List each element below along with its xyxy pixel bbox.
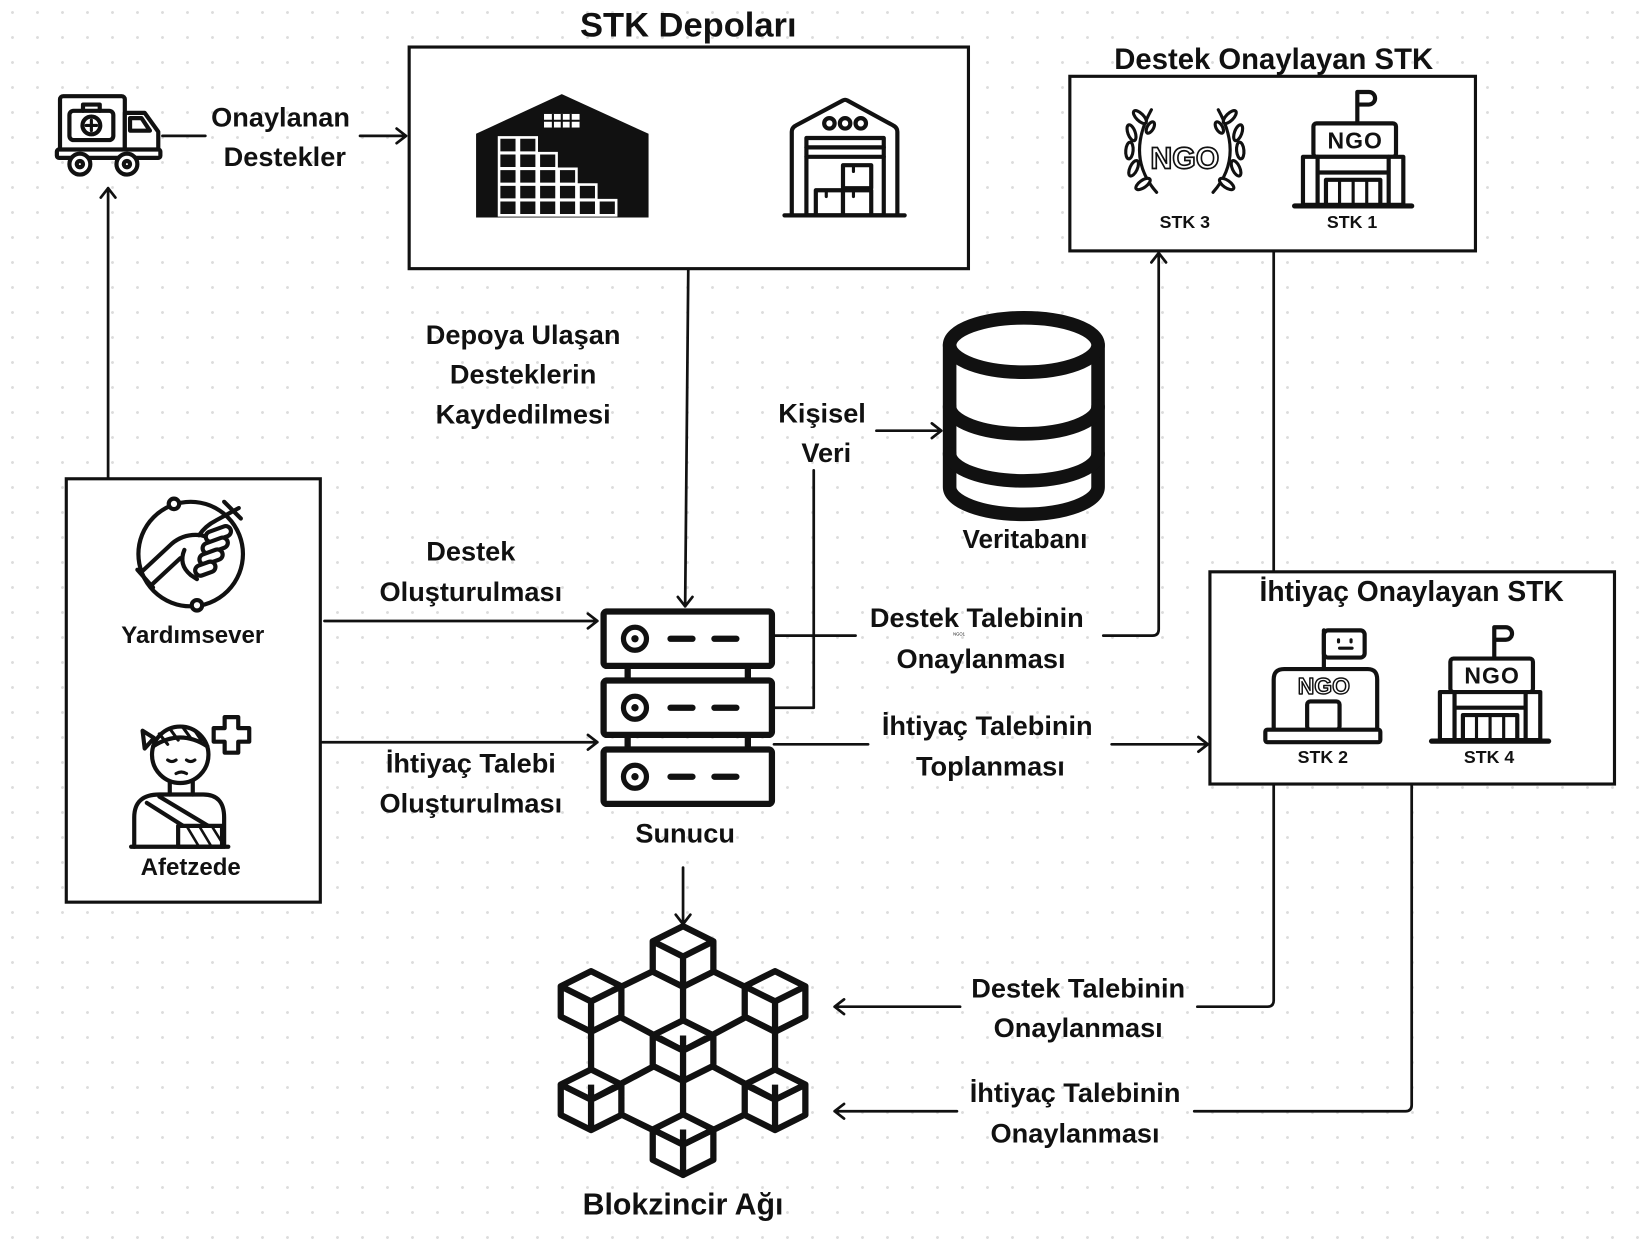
- warehouse-filled-icon: [476, 94, 649, 218]
- support-approvers-title: Destek Onaylayan STK: [1114, 44, 1433, 76]
- victim-label: Afetzede: [141, 854, 241, 881]
- support-chain-line2: Onaylanması: [994, 1012, 1163, 1043]
- delivery-arrow: [358, 127, 408, 145]
- delivery-label-line1: Onaylanan: [211, 101, 350, 132]
- block-cube: [649, 1017, 717, 1085]
- support-approval-arrow: [1101, 251, 1168, 637]
- block-cube: [649, 923, 717, 990]
- ngo-laurel-icon: NGO: [1124, 108, 1246, 194]
- delivery-label-line2: Destekler: [224, 141, 347, 172]
- ngo-building-icon: NGO: [1428, 625, 1552, 744]
- create-need-line1: İhtiyaç Talebi: [386, 748, 556, 779]
- support-chain-arrow: [833, 998, 962, 1016]
- block-cube: [649, 1111, 717, 1179]
- warehouses-title: STK Depoları: [580, 7, 797, 45]
- server-icon: [600, 608, 776, 808]
- server-label: Sunucu: [635, 818, 735, 849]
- block-cube: [741, 968, 809, 1035]
- create-support-arrow: [323, 612, 599, 630]
- need-collection-line2: Toplanması: [916, 751, 1065, 782]
- need-collection-arrow: [1110, 735, 1210, 753]
- support-approval-line2: Onaylanması: [896, 643, 1065, 674]
- support-approval-note: NGO1: [953, 632, 966, 637]
- personal-data-line1: Kişisel: [778, 397, 866, 428]
- block-cube: [741, 1066, 809, 1134]
- need-approvers-title: İhtiyaç Onaylayan STK: [1260, 575, 1565, 607]
- injured-person-icon: [129, 715, 252, 849]
- need-chain-line2: Onaylanması: [991, 1118, 1160, 1149]
- personal-data-line2: Veri: [801, 437, 851, 468]
- ngo-building-lettering: NGO: [1327, 127, 1383, 153]
- need-chain-line: [1192, 782, 1414, 1113]
- ngo-label-stk2: STK 2: [1298, 747, 1348, 767]
- warehouse-to-server-arrow: [676, 267, 694, 608]
- ngo-laurel-lettering: NGO: [1150, 142, 1219, 175]
- create-need-line2: Oluşturulması: [380, 787, 563, 818]
- ngo-building-icon: NGO: [1291, 89, 1415, 209]
- blockchain-network-icon: [557, 923, 809, 1179]
- ngo-label-stk1: STK 1: [1327, 212, 1377, 232]
- blockchain-label: Blokzincir Ağı: [583, 1189, 784, 1222]
- support-approval-line1: Destek Talebinin: [870, 602, 1084, 633]
- record-donations-line1: Depoya Ulaşan: [426, 319, 621, 350]
- ngo-building-lettering: NGO: [1464, 663, 1520, 689]
- ngo-label-stk3: STK 3: [1160, 212, 1210, 232]
- database-icon: [942, 311, 1105, 522]
- block-cube: [557, 968, 625, 1035]
- handshake-icon: [135, 496, 246, 613]
- create-support-line2: Oluşturulması: [380, 576, 563, 607]
- ambulance-truck-icon: [54, 94, 163, 177]
- ngo-flag-building-lettering: NGO: [1298, 673, 1350, 699]
- ngo-label-stk4: STK 4: [1464, 747, 1514, 767]
- database-label: Veritabanı: [962, 524, 1087, 554]
- record-donations-line2: Desteklerin: [450, 359, 596, 390]
- warehouse-outline-icon: [782, 97, 907, 218]
- donor-label: Yardımsever: [121, 622, 264, 649]
- create-support-line1: Destek: [426, 535, 516, 566]
- need-chain-arrow: [833, 1102, 959, 1120]
- support-chain-line: [1196, 782, 1276, 1009]
- block-cube: [557, 1066, 625, 1134]
- personal-data-line: [772, 469, 816, 710]
- ngo-flag-building-icon: NGO: [1263, 628, 1383, 745]
- server-to-chain-arrow: [674, 866, 692, 926]
- actors-to-truck-arrow: [99, 186, 117, 481]
- personal-data-arrow: [875, 422, 943, 440]
- need-chain-line1: İhtiyaç Talebinin: [970, 1077, 1181, 1108]
- record-donations-line3: Kaydedilmesi: [436, 398, 611, 429]
- need-collection-line1: İhtiyaç Talebinin: [882, 710, 1093, 741]
- create-need-arrow: [321, 733, 599, 751]
- support-chain-line1: Destek Talebinin: [971, 972, 1185, 1003]
